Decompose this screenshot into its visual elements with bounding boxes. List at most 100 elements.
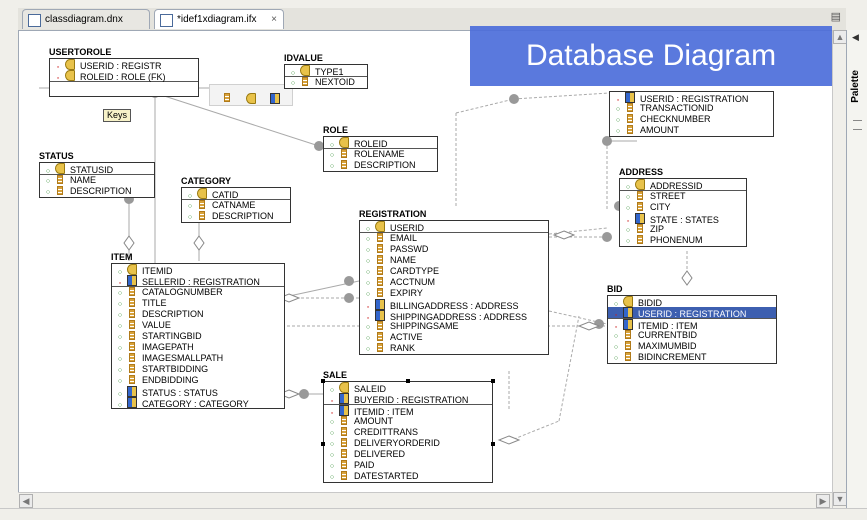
attribute-row[interactable]: ▫USERID : REGISTRATION	[616, 92, 749, 104]
attribute-row[interactable]: ○CATID	[182, 188, 290, 200]
attribute-row[interactable]: ○PAID	[329, 460, 375, 470]
attribute-row[interactable]: ○VALUE	[117, 320, 171, 330]
attribute-row[interactable]: ○ROLEID	[324, 137, 437, 149]
entity-usertorole[interactable]: USERTOROLE ▫USERID : REGISTR ▫ROLEID : R…	[49, 47, 199, 97]
vertical-scrollbar[interactable]: ▲ ▼	[832, 30, 847, 508]
attribute-row[interactable]: ○MAXIMUMBID	[613, 341, 697, 351]
attribute-row[interactable]: ○TITLE	[117, 298, 167, 308]
collapse-arrow-icon[interactable]: ◀	[852, 32, 859, 42]
scroll-down-icon[interactable]: ▼	[833, 492, 847, 506]
status-bar	[0, 508, 867, 520]
attribute-row[interactable]: ○ENDBIDDING	[117, 375, 199, 385]
entity-status[interactable]: STATUS ○STATUSID ○NAME ○DESCRIPTION	[39, 151, 155, 198]
attribute-row[interactable]: ○CATEGORY : CATEGORY	[117, 397, 249, 409]
entity-role[interactable]: ROLE ○ROLEID ○ROLENAME ○DESCRIPTION	[323, 125, 438, 172]
selection-handle[interactable]	[491, 379, 495, 383]
attribute-row[interactable]: ○CATALOGNUMBER	[117, 287, 223, 297]
attribute-row[interactable]: ○NAME	[45, 175, 97, 185]
entity-category[interactable]: CATEGORY ○CATID ○CATNAME ○DESCRIPTION	[181, 176, 291, 223]
diagram-title-banner: Database Diagram	[470, 26, 832, 86]
tab-idef1xdiagram[interactable]: *idef1xdiagram.ifx ×	[154, 9, 284, 29]
attribute-row[interactable]: ○CATNAME	[187, 200, 256, 210]
attribute-row[interactable]: ○IMAGEPATH	[117, 342, 194, 352]
attribute-row[interactable]: ○PASSWD	[365, 244, 429, 254]
entity-name: REGISTRATION	[359, 209, 427, 219]
close-icon[interactable]: ×	[271, 14, 277, 25]
attribute-row[interactable]: ○CURRENTBID	[613, 330, 698, 340]
attribute-row[interactable]: ○EXPIRY	[365, 288, 423, 298]
attribute-row[interactable]: ○BIDID	[613, 296, 663, 308]
attribute-row[interactable]: ○DESCRIPTION	[45, 186, 132, 196]
attribute-row[interactable]: ○NEXTOID	[290, 77, 355, 87]
popup-toolbar	[209, 84, 293, 106]
attribute-row[interactable]: ▫ROLEID : ROLE (FK)	[50, 70, 198, 82]
attribute-row[interactable]: ○SHIPPINGSAME	[365, 321, 459, 331]
attribute-row[interactable]: ○STARTINGBID	[117, 331, 202, 341]
attribute-row[interactable]: ○STREET	[625, 191, 686, 201]
attribute-row[interactable]: ○ZIP	[625, 224, 665, 234]
attribute-row[interactable]: ○DESCRIPTION	[329, 160, 416, 170]
attribute-row[interactable]: ○CHECKNUMBER	[615, 114, 711, 124]
attribute-row-selected[interactable]: ▫USERID : REGISTRATION	[608, 307, 776, 319]
scroll-left-icon[interactable]: ◀	[19, 494, 33, 508]
entity-idvalue[interactable]: IDVALUE ○TYPE1 ○NEXTOID	[284, 53, 368, 89]
restore-icon[interactable]: ▤	[830, 11, 841, 23]
entity-registration[interactable]: REGISTRATION ○USERID ○EMAIL ○PASSWD ○NAM…	[359, 209, 549, 355]
attribute-row[interactable]: ○ITEMID	[117, 264, 173, 276]
entity-sale[interactable]: SALE ○SALEID ▫BUYERID : REGISTRATION ▫IT…	[321, 370, 495, 483]
palette-panel[interactable]: ◀ Palette	[846, 30, 867, 508]
attribute-row[interactable]: ○BIDINCREMENT	[613, 352, 707, 362]
scroll-up-icon[interactable]: ▲	[833, 30, 847, 44]
attribute-row[interactable]: ○RANK	[365, 343, 416, 353]
keys-label: Keys	[103, 109, 132, 122]
attribute-row[interactable]: ○CITY	[625, 202, 671, 212]
attribute-row[interactable]: ○EMAIL	[365, 233, 418, 243]
attribute-row[interactable]: ▫ITEMID : ITEM	[330, 405, 414, 417]
selection-handle[interactable]	[321, 442, 325, 446]
attribute-row[interactable]: ○NAME	[365, 255, 417, 265]
attribute-row[interactable]: ○ACTIVE	[365, 332, 423, 342]
selection-handle[interactable]	[491, 442, 495, 446]
attribute-row[interactable]: ○IMAGESMALLPATH	[117, 353, 224, 363]
selection-handle[interactable]	[321, 379, 325, 383]
attribute-row[interactable]: ▫STATE : STATES	[626, 213, 719, 225]
attribute-row[interactable]: ○DELIVERYORDERID	[329, 438, 440, 448]
entity-address[interactable]: ADDRESS ○ADDRESSID ○STREET ○CITY ▫STATE …	[619, 167, 747, 247]
tab-label: classdiagram.dnx	[45, 14, 123, 25]
attribute-row[interactable]: ○ROLENAME	[329, 149, 405, 159]
attribute-row[interactable]: ○STATUS : STATUS	[117, 386, 218, 398]
attribute-row[interactable]: ○ADDRESSID	[620, 179, 746, 191]
attribute-row[interactable]: ▫BUYERID : REGISTRATION	[324, 393, 492, 405]
scroll-right-icon[interactable]: ▶	[816, 494, 830, 508]
attribute-row[interactable]: ○AMOUNT	[615, 125, 679, 135]
attribute-row[interactable]: ○TRANSACTIONID	[615, 103, 714, 113]
attribute-row[interactable]: ○USERID	[360, 221, 548, 233]
diagram-canvas[interactable]: Keys USERTOROLE ▫USERID : REGISTR ▫ROLEI…	[18, 30, 834, 494]
attribute-row[interactable]: ▫ITEMID : ITEM	[614, 319, 698, 331]
attribute-row[interactable]: ○ACCTNUM	[365, 277, 435, 287]
tab-label: *idef1xdiagram.ifx	[177, 14, 257, 25]
attribute-row[interactable]: ○DELIVERED	[329, 449, 406, 459]
attribute-row[interactable]: ▫USERID : REGISTR	[56, 59, 162, 71]
horizontal-scrollbar[interactable]: ◀ ▶	[18, 492, 832, 509]
attribute-row[interactable]: ○TYPE1	[285, 65, 367, 77]
entity-item[interactable]: ITEM ○ITEMID ▫SELLERID : REGISTRATION ○C…	[111, 252, 285, 409]
attribute-row[interactable]: ○DATESTARTED	[329, 471, 419, 481]
attribute-row[interactable]: ○STATUSID	[40, 163, 154, 175]
attribute-row[interactable]: ○SALEID	[329, 382, 387, 394]
selection-handle[interactable]	[406, 379, 410, 383]
attribute-row[interactable]: ○PHONENUM	[625, 235, 703, 245]
attribute-row[interactable]: ○CARDTYPE	[365, 266, 440, 276]
attribute-row[interactable]: ○CREDITTRANS	[329, 427, 419, 437]
attribute-row[interactable]: ▫SHIPPINGADDRESS : ADDRESS	[366, 310, 528, 322]
attribute-row[interactable]: ▫SELLERID : REGISTRATION	[112, 275, 284, 287]
entity-bid[interactable]: BID ○BIDID ▫USERID : REGISTRATION ▫ITEMI…	[607, 284, 777, 364]
attribute-row[interactable]: ○DESCRIPTION	[117, 309, 204, 319]
attribute-row[interactable]: ○AMOUNT	[329, 416, 393, 426]
tab-classdiagram[interactable]: classdiagram.dnx	[22, 9, 150, 29]
attribute-row[interactable]: ○STARTBIDDING	[117, 364, 209, 374]
attribute-row[interactable]: ○DESCRIPTION	[187, 211, 274, 221]
attribute-row[interactable]: ▫BILLINGADDRESS : ADDRESS	[366, 299, 519, 311]
entity-payment[interactable]: ▫USERID : REGISTRATION ○TRANSACTIONID ○C…	[609, 91, 774, 137]
entity-name: BID	[607, 284, 623, 294]
